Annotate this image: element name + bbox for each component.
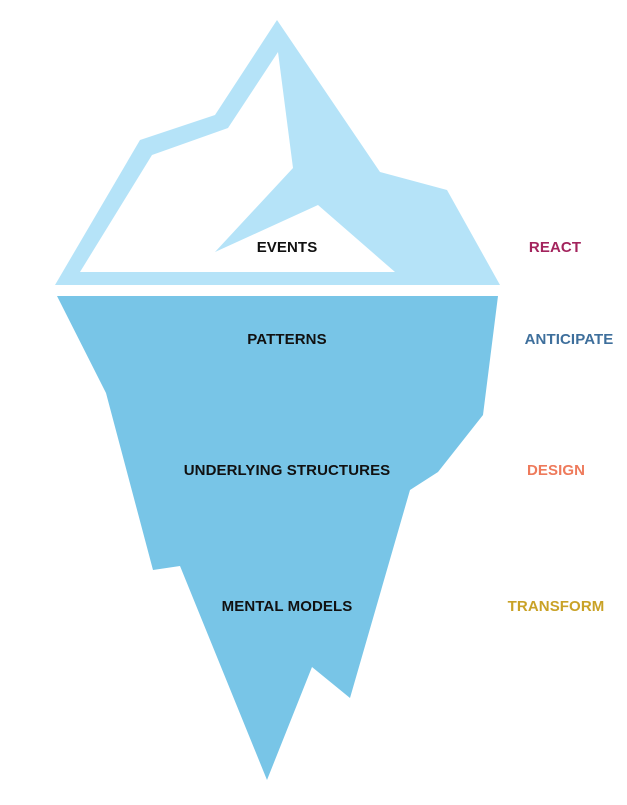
level-label-mental-models: MENTAL MODELS — [221, 598, 353, 615]
iceberg-snow-surface — [80, 52, 395, 272]
action-label-transform: TRANSFORM — [507, 598, 605, 615]
iceberg-underwater-body — [57, 296, 498, 780]
level-label-patterns: PATTERNS — [247, 331, 327, 348]
action-label-react: REACT — [528, 239, 582, 256]
action-label-anticipate: ANTICIPATE — [524, 331, 614, 348]
level-label-underlying-structures: UNDERLYING STRUCTURES — [183, 462, 391, 479]
level-label-events: EVENTS — [256, 239, 318, 256]
action-label-design: DESIGN — [526, 462, 586, 479]
